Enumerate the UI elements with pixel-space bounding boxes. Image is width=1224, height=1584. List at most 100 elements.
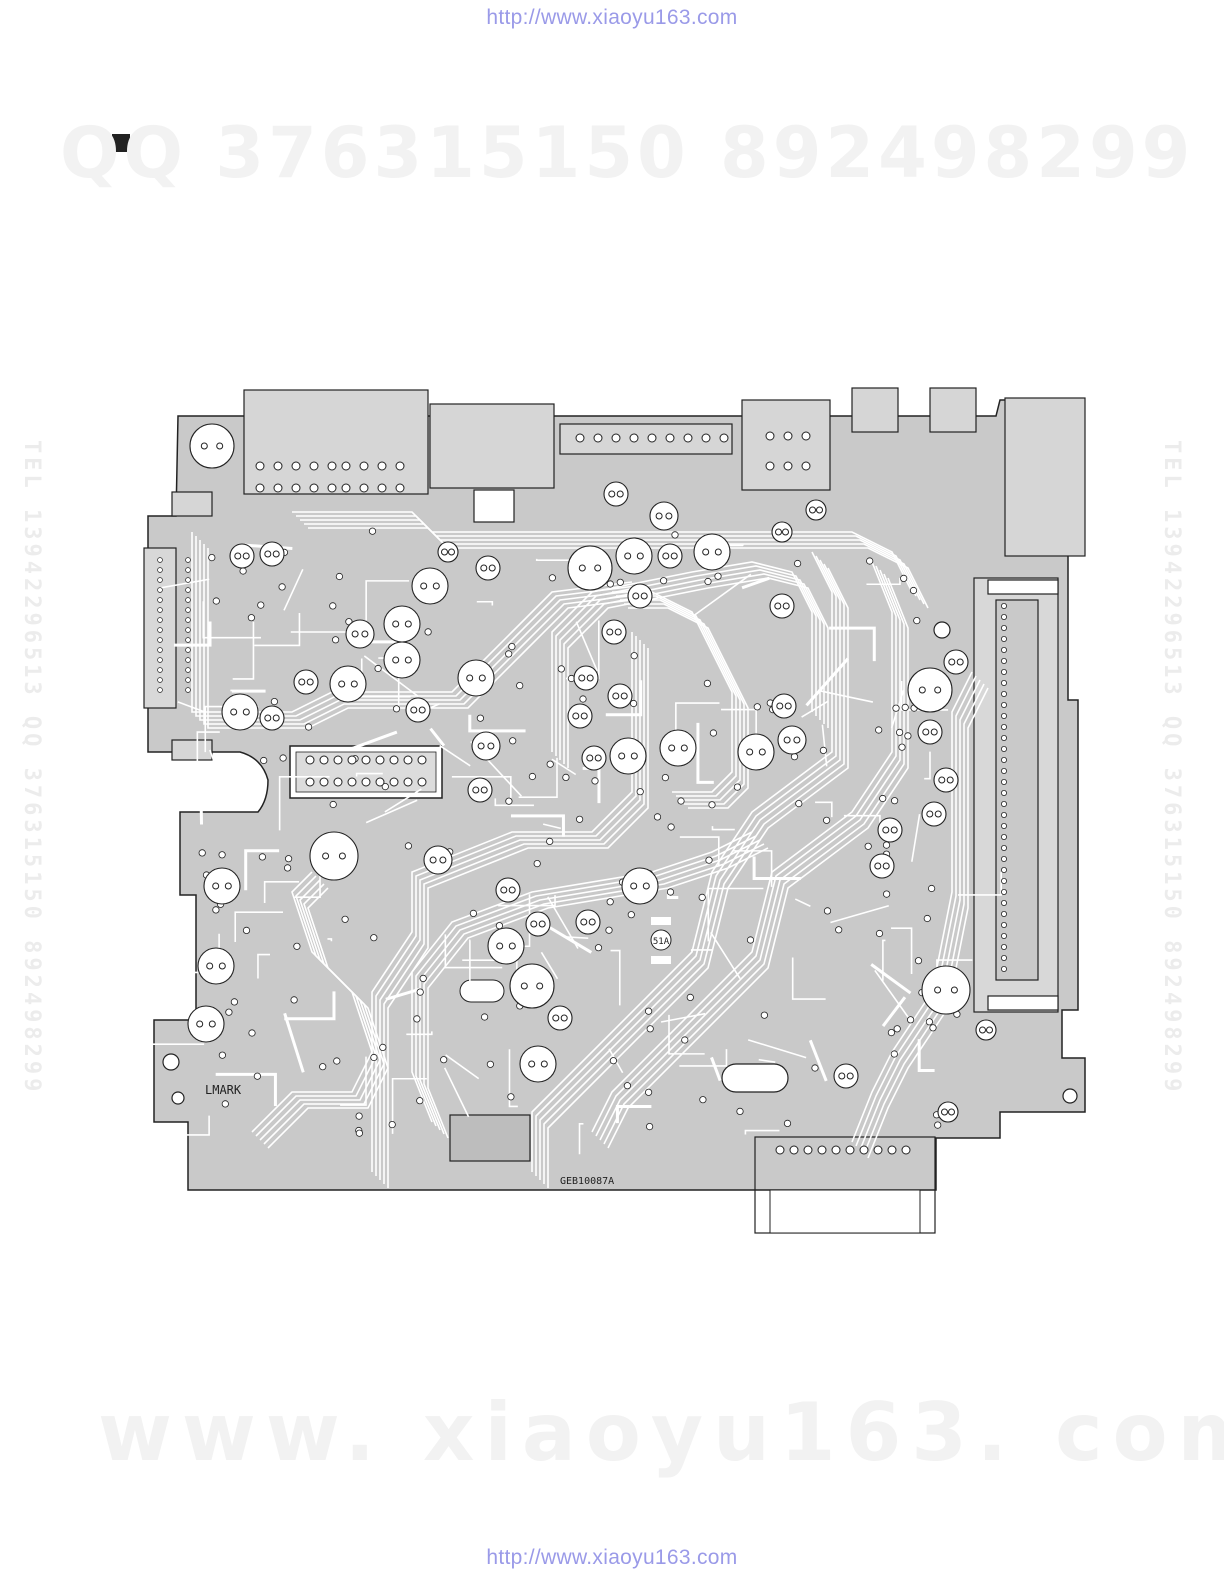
via-pad: [706, 857, 712, 863]
fuse-label: 51A: [653, 937, 670, 947]
connector-pin: [334, 756, 342, 764]
component-footprint: [622, 868, 658, 904]
via-pad: [334, 1058, 340, 1064]
via-pad: [893, 705, 899, 711]
component-footprint: [568, 546, 612, 590]
via-pad: [672, 532, 678, 538]
component-footprint: [424, 846, 452, 874]
via-pad: [231, 999, 237, 1005]
via-pad: [199, 850, 205, 856]
via-pad: [880, 795, 886, 801]
ic-package: [450, 1115, 530, 1161]
connector-pin: [1001, 779, 1006, 784]
via-pad: [709, 802, 715, 808]
connector-pin: [1001, 922, 1006, 927]
via-pad: [285, 856, 291, 862]
connector-pin: [766, 432, 774, 440]
via-pad: [305, 724, 311, 730]
via-pad: [883, 842, 889, 848]
via-pad: [699, 894, 705, 900]
component-footprint: [330, 666, 366, 702]
component-footprint: [496, 878, 520, 902]
connector-pin: [1001, 867, 1006, 872]
via-pad: [876, 727, 882, 733]
connector-pin: [576, 434, 584, 442]
connector-pin: [1001, 944, 1006, 949]
connector-pin: [802, 432, 810, 440]
connector-pin: [186, 618, 191, 623]
via-pad: [734, 784, 740, 790]
connector-pin: [348, 756, 356, 764]
via-pad: [820, 747, 826, 753]
via-pad: [606, 927, 612, 933]
via-pad: [563, 774, 569, 780]
component-footprint: [548, 1006, 572, 1030]
connector-pin: [802, 462, 810, 470]
connector-pin: [158, 678, 163, 683]
via-pad: [549, 575, 555, 581]
via-pad: [646, 1123, 652, 1129]
via-pad: [213, 907, 219, 913]
via-pad: [899, 744, 905, 750]
via-pad: [914, 617, 920, 623]
via-pad: [668, 824, 674, 830]
connector-pin: [874, 1146, 882, 1154]
connector-pin: [804, 1146, 812, 1154]
component-footprint: [384, 606, 420, 642]
via-pad: [389, 1121, 395, 1127]
connector-pin: [1001, 768, 1006, 773]
via-pad: [631, 653, 637, 659]
via-pad: [284, 865, 290, 871]
via-pad: [592, 778, 598, 784]
via-pad: [682, 1037, 688, 1043]
connector-pin: [1001, 735, 1006, 740]
via-pad: [823, 817, 829, 823]
via-pad: [580, 696, 586, 702]
component-footprint: [294, 670, 318, 694]
component-footprint: [520, 1046, 556, 1082]
via-pad: [332, 637, 338, 643]
connector-pin: [320, 778, 328, 786]
connector-pin: [1001, 900, 1006, 905]
via-pad: [607, 581, 613, 587]
connector-pin: [292, 484, 300, 492]
component-footprint: [608, 684, 632, 708]
via-pad: [901, 575, 907, 581]
connector-pin: [186, 598, 191, 603]
component-footprint: [188, 1006, 224, 1042]
component-footprint: [198, 948, 234, 984]
via-pad: [508, 1094, 514, 1100]
via-pad: [441, 1057, 447, 1063]
connector-pin: [328, 462, 336, 470]
via-pad: [891, 798, 897, 804]
component-footprint: [834, 1064, 858, 1088]
via-pad: [704, 680, 710, 686]
via-pad: [865, 843, 871, 849]
via-pad: [645, 1089, 651, 1095]
via-pad: [291, 997, 297, 1003]
via-pad: [510, 738, 516, 744]
via-pad: [926, 1019, 932, 1025]
via-pad: [481, 1014, 487, 1020]
component-footprint: [628, 584, 652, 608]
via-pad: [910, 587, 916, 593]
component-footprint: [660, 730, 696, 766]
connector-pin: [832, 1146, 840, 1154]
via-pad: [935, 1122, 941, 1128]
via-pad: [222, 1101, 228, 1107]
pcb-board-outline: [148, 400, 1085, 1190]
via-pad: [667, 889, 673, 895]
component-footprint: [472, 732, 500, 760]
via-pad: [375, 665, 381, 671]
via-pad: [894, 1026, 900, 1032]
via-pad: [219, 852, 225, 858]
connector-pin: [334, 778, 342, 786]
via-pad: [924, 915, 930, 921]
connector-pin: [790, 1146, 798, 1154]
footer-url[interactable]: http://www.xiaoyu163.com: [0, 1546, 1224, 1570]
via-pad: [888, 1029, 894, 1035]
via-pad: [254, 1073, 260, 1079]
via-pad: [905, 733, 911, 739]
connector-pin: [1001, 834, 1006, 839]
